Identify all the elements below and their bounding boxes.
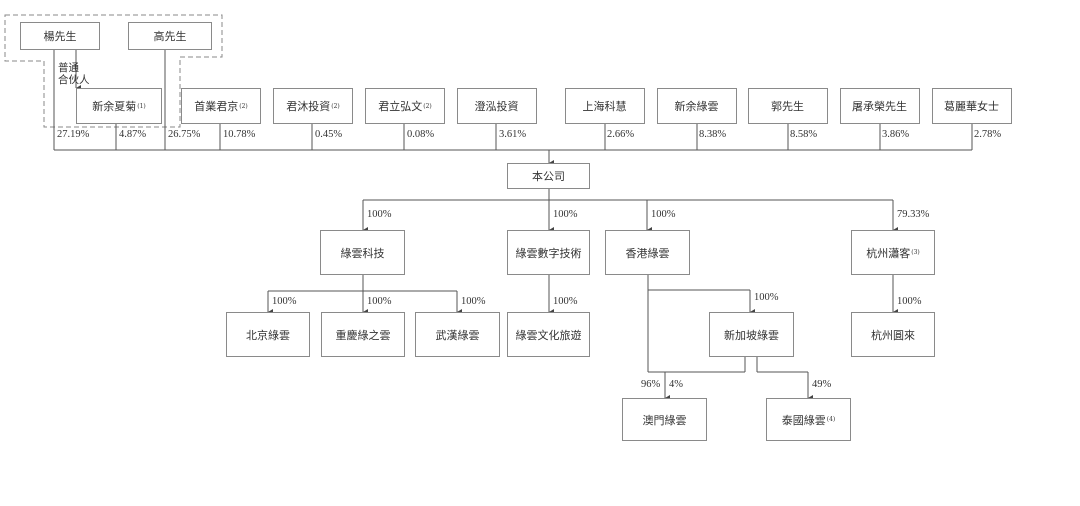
box-label: 葛麗華女士 bbox=[944, 100, 999, 113]
box-label: 澳門綠雲 bbox=[642, 413, 687, 427]
pct-label: 96% bbox=[641, 379, 661, 390]
box-label: 泰國綠雲 bbox=[781, 413, 826, 427]
footnote-mark: (4) bbox=[826, 416, 836, 423]
box-label: 新余夏菊 bbox=[92, 100, 137, 113]
note-line: 普通 bbox=[58, 62, 79, 74]
pct-label: 2.78% bbox=[974, 129, 1002, 140]
shareholder-box: 首業君京(2) bbox=[181, 88, 261, 124]
shareholder-box: 葛麗華女士 bbox=[932, 88, 1012, 124]
subsidiary-box-hk-lvyun: 香港綠雲 bbox=[605, 230, 690, 275]
subsidiary-box-lvyun-tech: 綠雲科技 bbox=[320, 230, 405, 275]
pct-label: 2.66% bbox=[607, 129, 635, 140]
footnote-mark: (2) bbox=[331, 102, 340, 110]
shareholder-box: 新余綠雲 bbox=[657, 88, 737, 124]
pct-label: 0.08% bbox=[407, 129, 435, 140]
pct-label: 8.58% bbox=[790, 129, 818, 140]
pct-label: 49% bbox=[812, 379, 832, 390]
shareholder-box: 屠承榮先生 bbox=[840, 88, 920, 124]
shareholder-box-xinyu-xiaju: 新余夏菊(1) bbox=[76, 88, 162, 124]
pct-label: 79.33% bbox=[897, 209, 930, 220]
pct-label: 27.19% bbox=[57, 129, 90, 140]
pct-label: 3.61% bbox=[499, 129, 527, 140]
shareholder-box: 上海科慧 bbox=[565, 88, 645, 124]
shareholder-box: 澄泓投資 bbox=[457, 88, 537, 124]
box-label: 上海科慧 bbox=[582, 100, 627, 113]
pct-label: 100% bbox=[897, 296, 922, 307]
footnote-mark: (2) bbox=[239, 102, 248, 110]
pct-label: 100% bbox=[461, 296, 486, 307]
shareholder-box: 君立弘文(2) bbox=[365, 88, 445, 124]
box-label: 新加坡綠雲 bbox=[724, 328, 779, 342]
dashed-group-boundary bbox=[4, 14, 223, 128]
box-label: 君沐投資 bbox=[286, 100, 331, 113]
box-label: 屠承榮先生 bbox=[852, 100, 907, 113]
footnote-mark: (2) bbox=[423, 102, 432, 110]
pct-label: 4% bbox=[669, 379, 683, 390]
pct-label: 100% bbox=[367, 296, 392, 307]
subsidiary-box-beijing: 北京綠雲 bbox=[226, 312, 310, 357]
shareholder-box-yang: 楊先生 bbox=[20, 22, 100, 50]
footnote-mark: (1) bbox=[137, 102, 146, 110]
box-label: 綠雲數字技術 bbox=[515, 246, 582, 260]
subsidiary-box-thailand: 泰國綠雲(4) bbox=[766, 398, 851, 441]
pct-label: 8.38% bbox=[699, 129, 727, 140]
box-label: 楊先生 bbox=[43, 30, 77, 43]
box-label: 綠雲文化旅遊 bbox=[515, 328, 582, 342]
pct-label: 100% bbox=[367, 209, 392, 220]
pct-label: 100% bbox=[272, 296, 297, 307]
shareholder-box: 君沐投資(2) bbox=[273, 88, 353, 124]
box-label: 本公司 bbox=[532, 170, 565, 183]
box-label: 新余綠雲 bbox=[674, 100, 719, 113]
footnote-mark: (3) bbox=[911, 249, 920, 256]
box-label: 澄泓投資 bbox=[474, 100, 519, 113]
pct-label: 26.75% bbox=[168, 129, 201, 140]
box-label: 郭先生 bbox=[771, 100, 804, 113]
shareholder-box: 郭先生 bbox=[748, 88, 828, 124]
pct-label: 100% bbox=[553, 296, 578, 307]
general-partner-note: 普通合伙人 bbox=[58, 62, 90, 86]
box-label: 香港綠雲 bbox=[625, 246, 670, 260]
box-label: 杭州圓來 bbox=[871, 328, 915, 342]
pct-label: 4.87% bbox=[119, 129, 147, 140]
box-label: 高先生 bbox=[153, 30, 187, 43]
subsidiary-box-chongqing: 重慶綠之雲 bbox=[321, 312, 405, 357]
company-box: 本公司 bbox=[507, 163, 590, 189]
subsidiary-box-wuhan: 武漢綠雲 bbox=[415, 312, 500, 357]
pct-label: 10.78% bbox=[223, 129, 256, 140]
subsidiary-box-hz-xiaoke: 杭州瀟客(3) bbox=[851, 230, 935, 275]
box-label: 重慶綠之雲 bbox=[335, 328, 391, 342]
subsidiary-box-culture-travel: 綠雲文化旅遊 bbox=[507, 312, 590, 357]
subsidiary-box-lvyun-digital: 綠雲數字技術 bbox=[507, 230, 590, 275]
pct-label: 0.45% bbox=[315, 129, 343, 140]
pct-label: 100% bbox=[553, 209, 578, 220]
box-label: 綠雲科技 bbox=[340, 246, 385, 260]
pct-label: 100% bbox=[754, 292, 779, 303]
pct-label: 3.86% bbox=[882, 129, 910, 140]
shareholder-box-gao: 高先生 bbox=[128, 22, 212, 50]
subsidiary-box-macau: 澳門綠雲 bbox=[622, 398, 707, 441]
box-label: 北京綠雲 bbox=[246, 328, 290, 342]
note-line: 合伙人 bbox=[58, 74, 90, 86]
pct-label: 100% bbox=[651, 209, 676, 220]
box-label: 首業君京 bbox=[194, 100, 239, 113]
box-label: 君立弘文 bbox=[378, 100, 423, 113]
subsidiary-box-hz-yuanlai: 杭州圓來 bbox=[851, 312, 935, 357]
box-label: 武漢綠雲 bbox=[435, 328, 480, 342]
subsidiary-box-singapore: 新加坡綠雲 bbox=[709, 312, 794, 357]
box-label: 杭州瀟客 bbox=[866, 246, 911, 260]
